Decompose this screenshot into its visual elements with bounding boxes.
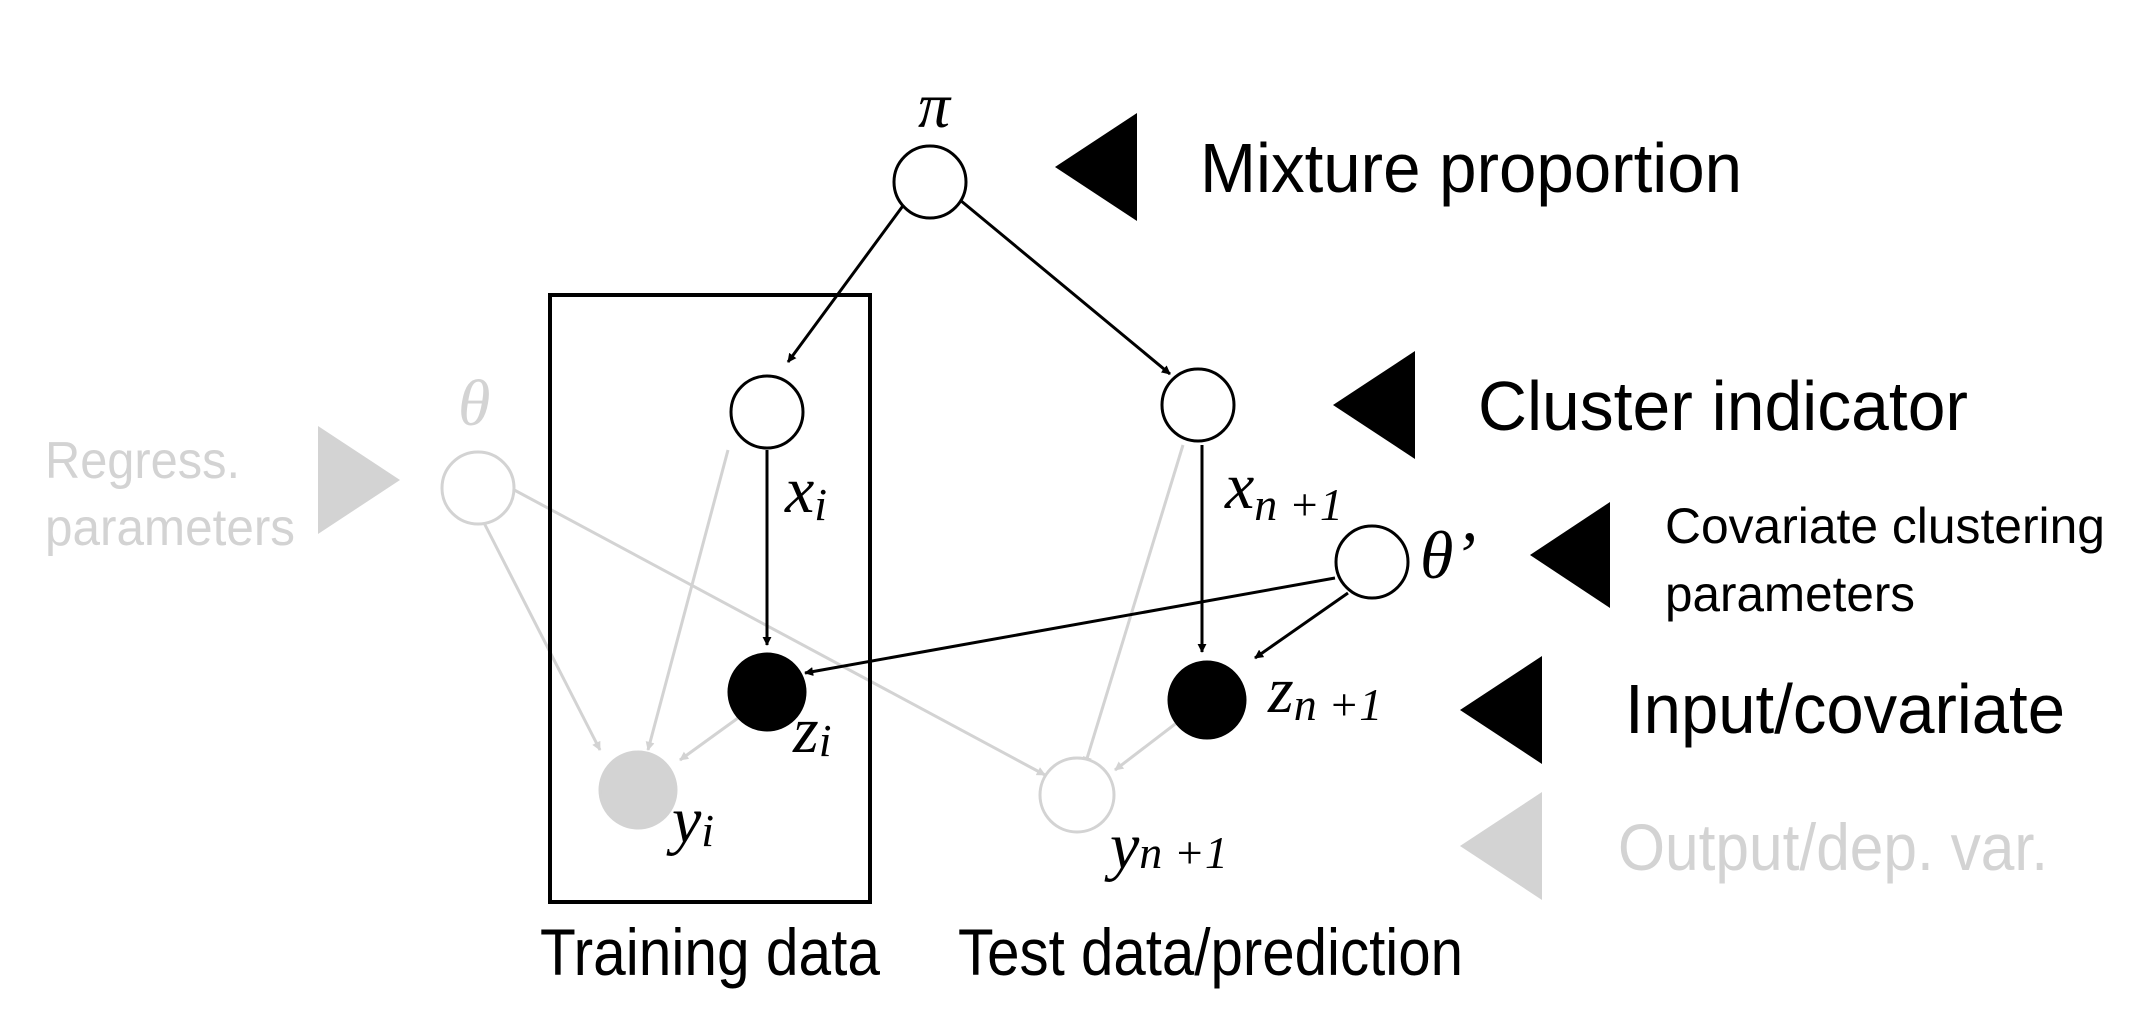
label-z-i: zi (792, 694, 831, 767)
edge-pi-to-x-next (959, 198, 1171, 376)
label-theta: θ (458, 367, 490, 440)
node-y-next (1038, 756, 1116, 834)
label-x-i-symbol: x (784, 454, 814, 527)
output-pointer-triangle (1460, 792, 1542, 900)
input-pointer-triangle (1460, 656, 1542, 764)
edge-theta-prime-to-z-next (1254, 591, 1349, 660)
legend-mixture-proportion: Mixture proportion (1200, 129, 1742, 207)
legend-output-dep-var: Output/dep. var. (1618, 810, 2048, 884)
node-theta (440, 450, 516, 526)
edge-x-i-to-y-i (645, 449, 730, 751)
regress-pointer-triangle (318, 426, 400, 534)
node-x-next (1160, 367, 1236, 443)
training-plate (548, 293, 872, 904)
label-x-next: xn +1 (1224, 450, 1343, 530)
legend-regress-line1: Regress. (45, 432, 240, 490)
label-z-next-sub: n +1 (1294, 679, 1383, 730)
caption-training-data: Training data (540, 915, 880, 989)
label-z-next-symbol: z (1267, 654, 1294, 727)
node-pi (892, 144, 968, 220)
label-y-i-symbol: y (666, 784, 702, 857)
legend-input-covariate: Input/covariate (1625, 670, 2065, 748)
label-x-next-symbol: x (1224, 450, 1254, 523)
label-y-i: yi (666, 784, 714, 857)
node-x-i (729, 374, 805, 450)
label-z-i-symbol: z (792, 694, 819, 767)
legend-regress-line2: parameters (45, 499, 295, 557)
edge-theta-to-y-next (504, 483, 1046, 777)
label-x-i-sub: i (814, 479, 827, 530)
label-x-i: xi (784, 454, 827, 530)
edge-z-next-to-y-next (1114, 716, 1184, 772)
label-theta-prime: θ’ (1420, 517, 1476, 593)
edge-pi-to-x-i (786, 202, 907, 363)
edge-z-i-to-y-i (679, 716, 739, 762)
label-y-next-symbol: y (1104, 810, 1140, 883)
node-y-i (598, 750, 678, 830)
label-z-next: zn +1 (1267, 654, 1382, 730)
edge-theta-to-y-i (478, 514, 602, 751)
legend-covariate-params-line2: parameters (1665, 566, 1915, 622)
label-y-i-sub: i (701, 805, 714, 856)
label-z-i-sub: i (819, 715, 832, 766)
mixture-pointer-triangle (1055, 113, 1137, 221)
active-edges (762, 198, 1349, 677)
caption-test-data: Test data/prediction (958, 915, 1463, 989)
legend-cluster-indicator: Cluster indicator (1478, 367, 1968, 445)
node-z-i (727, 652, 807, 732)
label-y-next-sub: n +1 (1139, 827, 1228, 878)
node-theta-prime (1334, 524, 1410, 600)
label-y-next: yn +1 (1104, 810, 1228, 883)
node-z-next (1167, 660, 1247, 740)
label-pi: π (918, 70, 952, 141)
label-x-next-sub: n +1 (1254, 479, 1343, 530)
covariate-params-pointer-triangle (1530, 502, 1610, 608)
legend-covariate-params-line1: Covariate clustering (1665, 498, 2105, 554)
faded-edges (478, 444, 1185, 777)
edge-theta-prime-to-z-i (804, 576, 1336, 677)
edge-x-next-to-y-next (1083, 444, 1185, 766)
cluster-pointer-triangle (1333, 351, 1415, 459)
